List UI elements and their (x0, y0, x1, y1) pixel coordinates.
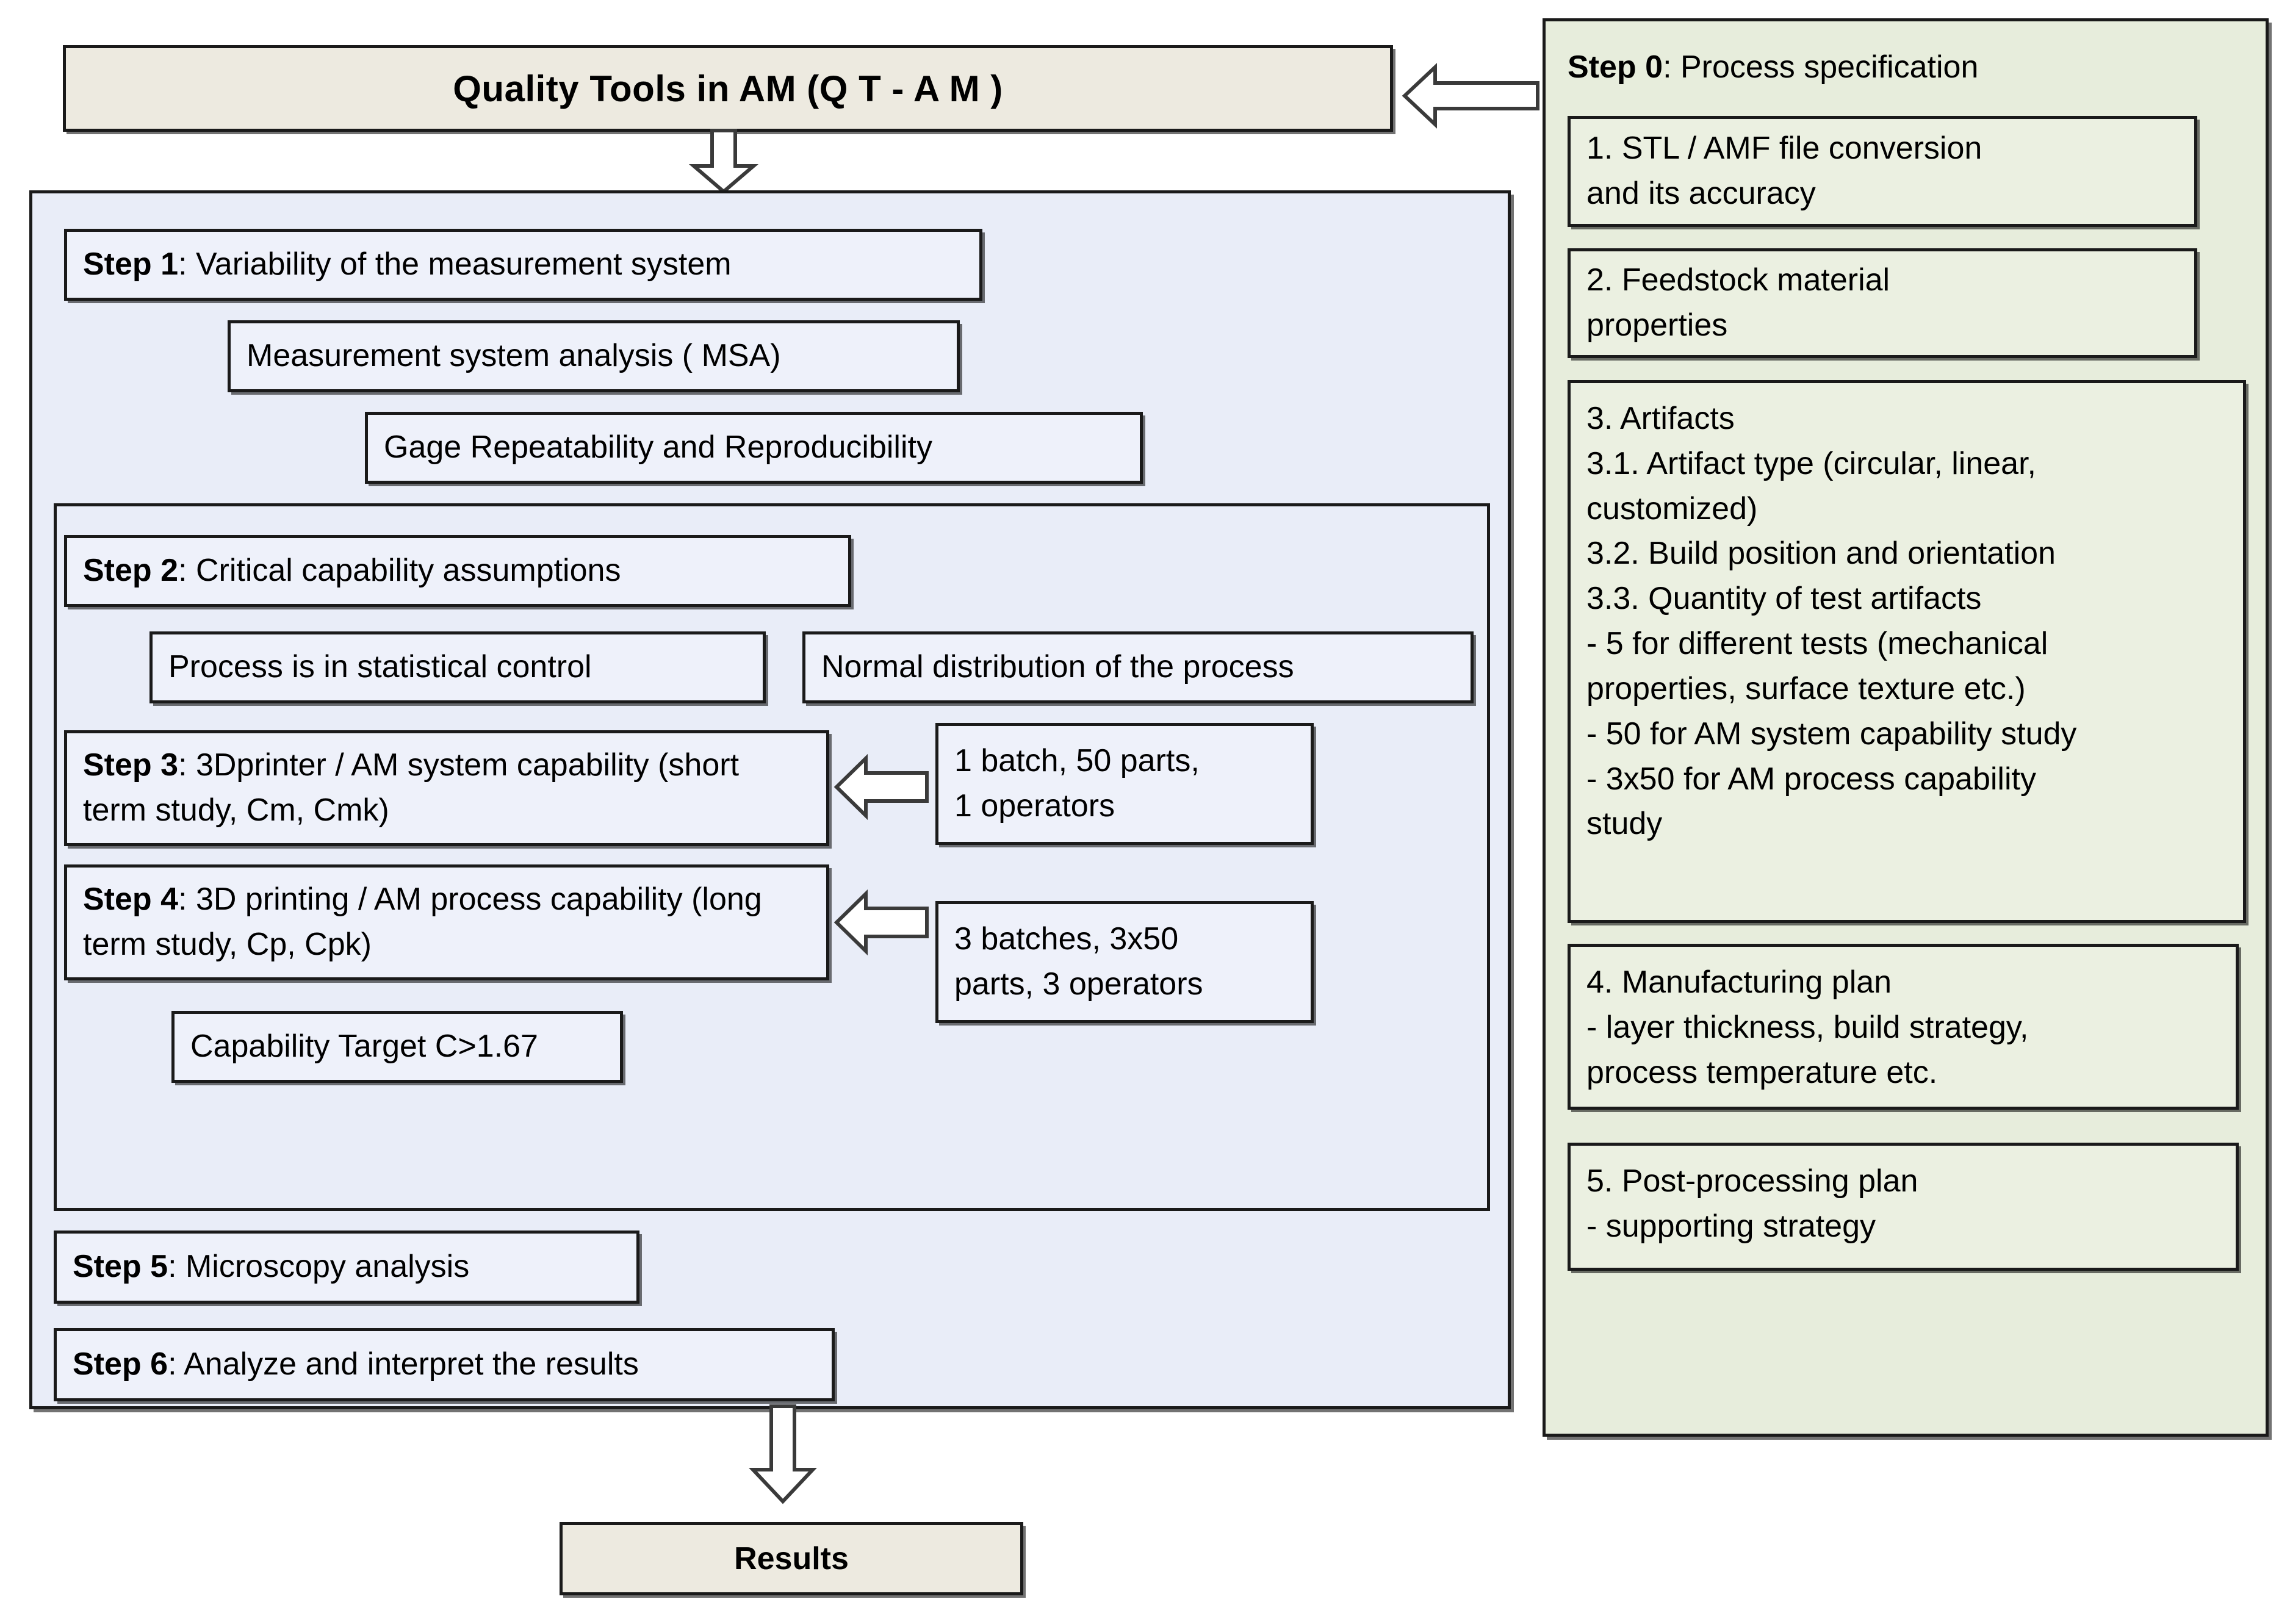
title-box: Quality Tools in AM (Q T - A M ) (63, 45, 1393, 132)
spec-item-5-label: 5. Post-processing plan - supporting str… (1586, 1163, 1918, 1244)
arrow-title-to-left-panel (686, 129, 761, 194)
spec-item-5-box: 5. Post-processing plan - supporting str… (1568, 1143, 2239, 1271)
assumption-statistical-control-label: Process is in statistical control (168, 649, 592, 685)
msa-box: Measurement system analysis ( MSA) (228, 320, 960, 392)
spec-item-4-label: 4. Manufacturing plan - layer thickness,… (1586, 965, 2029, 1090)
left-panel-quality-tools: Step 1: Variability of the measurement s… (29, 190, 1511, 1409)
step3-lead: Step 3 (83, 747, 179, 783)
step6-label: Step 6: Analyze and interpret the result… (73, 1342, 816, 1387)
spec-item-2-label: 2. Feedstock material properties (1586, 262, 1890, 343)
step4-note-box: 3 batches, 3x50 parts, 3 operators (935, 901, 1314, 1023)
step0-lead: Step 0 (1568, 49, 1663, 85)
step3-box: Step 3: 3Dprinter / AM system capability… (64, 730, 829, 846)
step1-lead: Step 1 (83, 246, 179, 282)
arrow-title-to-step0 (1401, 56, 1541, 135)
step3-note-label: 1 batch, 50 parts, 1 operators (954, 743, 1200, 824)
step2-box: Step 2: Critical capability assumptions (64, 535, 851, 607)
step6-rest: : Analyze and interpret the results (168, 1346, 639, 1382)
arrow-note-to-step4 (833, 889, 931, 956)
step0-header: Step 0: Process specification (1568, 47, 2239, 88)
step2-rest: : Critical capability assumptions (178, 553, 621, 589)
arrow-panel-to-results (746, 1404, 820, 1504)
results-label: Results (734, 1541, 849, 1576)
spec-item-3-label: 3. Artifacts 3.1. Artifact type (circula… (1586, 401, 2077, 842)
page-title: Quality Tools in AM (Q T - A M ) (453, 68, 1003, 109)
step4-note-label: 3 batches, 3x50 parts, 3 operators (954, 921, 1203, 1002)
spec-item-4-box: 4. Manufacturing plan - layer thickness,… (1568, 944, 2239, 1110)
arrow-note-to-step3 (833, 753, 931, 821)
step4-lead: Step 4 (83, 882, 179, 918)
step5-box: Step 5: Microscopy analysis (54, 1231, 639, 1304)
step1-label: Step 1: Variability of the measurement s… (83, 242, 963, 287)
step5-rest: : Microscopy analysis (168, 1249, 470, 1285)
step3-label: Step 3: 3Dprinter / AM system capability… (83, 743, 810, 833)
step4-rest: : 3D printing / AM process capability (l… (83, 882, 762, 962)
capability-group-frame (54, 503, 1490, 1211)
step3-note-box: 1 batch, 50 parts, 1 operators (935, 723, 1314, 845)
assumption-normal-distribution-box: Normal distribution of the process (802, 631, 1474, 703)
spec-item-3-box: 3. Artifacts 3.1. Artifact type (circula… (1568, 380, 2246, 923)
step5-label: Step 5: Microscopy analysis (73, 1245, 621, 1290)
gage-rr-label: Gage Repeatability and Reproducibility (384, 429, 932, 465)
spec-item-2-box: 2. Feedstock material properties (1568, 248, 2197, 358)
assumption-normal-distribution-label: Normal distribution of the process (821, 649, 1294, 685)
gage-rr-box: Gage Repeatability and Reproducibility (365, 412, 1143, 484)
step5-lead: Step 5 (73, 1249, 168, 1285)
assumption-statistical-control-box: Process is in statistical control (149, 631, 766, 703)
step4-label: Step 4: 3D printing / AM process capabil… (83, 877, 810, 968)
step0-rest: : Process specification (1663, 49, 1979, 85)
results-box: Results (560, 1522, 1023, 1595)
step1-box: Step 1: Variability of the measurement s… (64, 229, 982, 301)
right-panel-process-specification: Step 0: Process specification 1. STL / A… (1543, 18, 2269, 1437)
msa-label: Measurement system analysis ( MSA) (247, 338, 781, 374)
step3-rest: : 3Dprinter / AM system capability (shor… (83, 747, 740, 828)
spec-item-1-label: 1. STL / AMF file conversion and its acc… (1586, 131, 1982, 211)
capability-target-box: Capability Target C>1.67 (171, 1011, 623, 1083)
step4-box: Step 4: 3D printing / AM process capabil… (64, 864, 829, 980)
step6-lead: Step 6 (73, 1346, 168, 1382)
spec-item-1-box: 1. STL / AMF file conversion and its acc… (1568, 116, 2197, 227)
step2-lead: Step 2 (83, 553, 179, 589)
step2-label: Step 2: Critical capability assumptions (83, 548, 832, 594)
capability-target-label: Capability Target C>1.67 (190, 1029, 538, 1065)
step6-box: Step 6: Analyze and interpret the result… (54, 1328, 835, 1401)
step1-rest: : Variability of the measurement system (178, 246, 732, 282)
